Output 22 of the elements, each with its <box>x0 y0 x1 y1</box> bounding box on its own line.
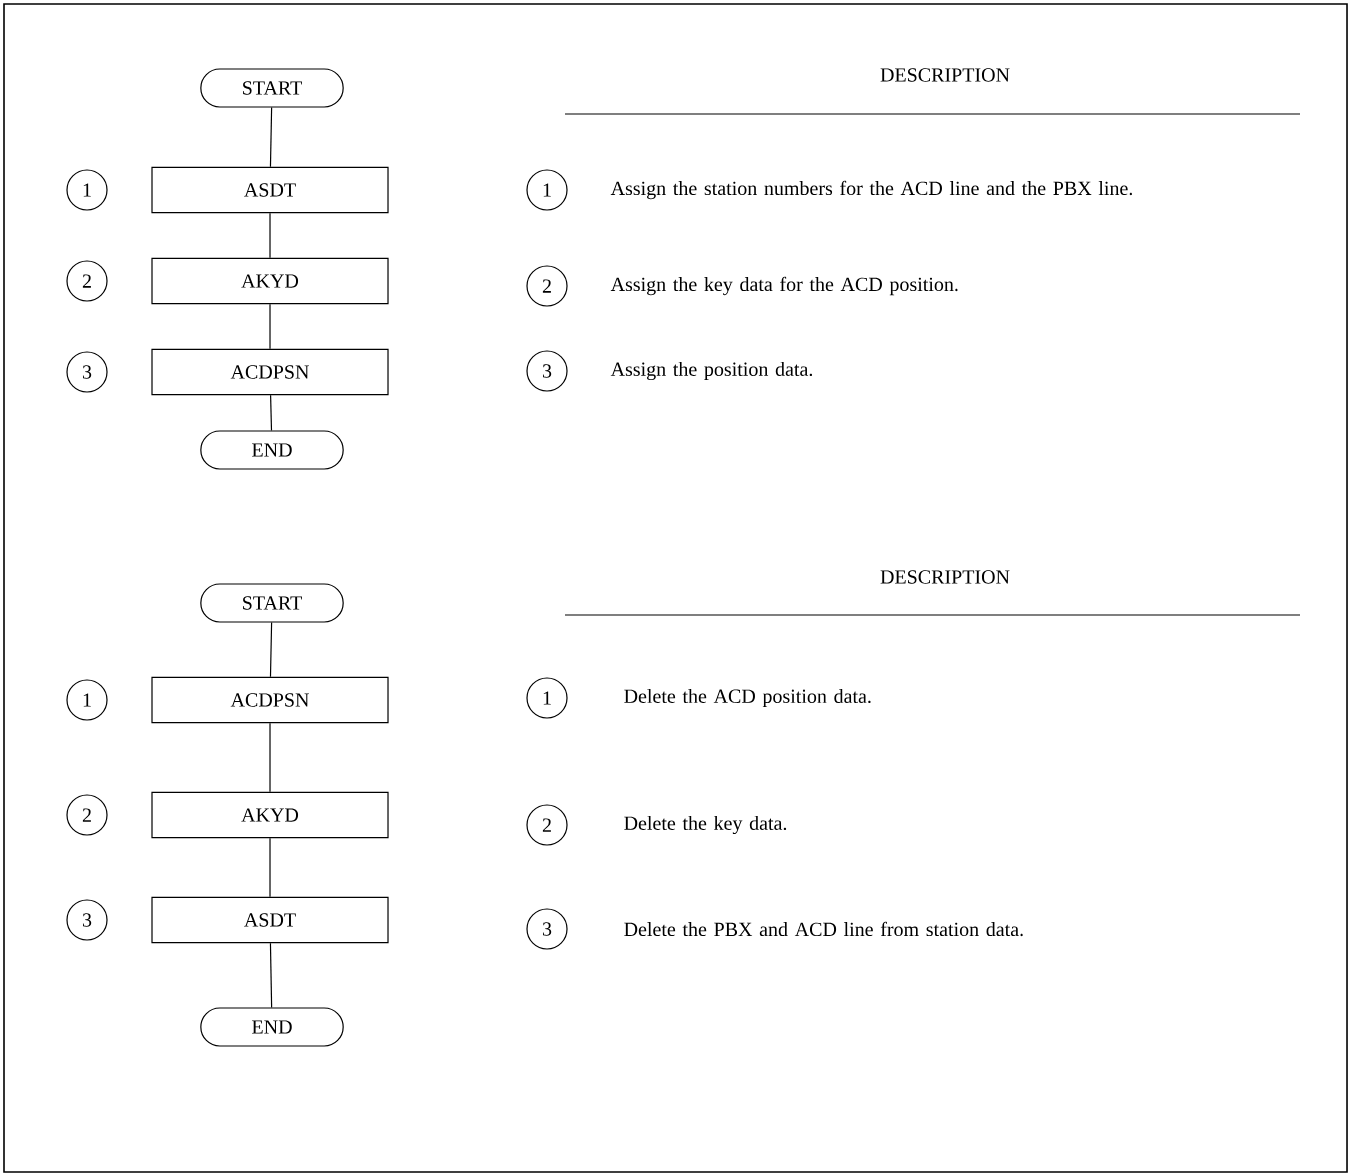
description-text: Delete the PBX and ACD line from station data. <box>624 921 1023 937</box>
process-box: AKYD <box>151 257 389 305</box>
description-text: Assign the key data for the ACD position. <box>610 276 958 296</box>
process-box: AKYD <box>151 791 389 839</box>
connector-line <box>269 107 273 168</box>
section-heading: DESCRIPTION <box>880 68 1010 82</box>
process-box: ACDPSN <box>151 348 389 396</box>
section-heading: DESCRIPTION <box>880 570 1010 584</box>
connector-line <box>269 303 271 350</box>
connector-line <box>269 837 271 898</box>
description-text: Delete the key data. <box>624 815 787 835</box>
process-box: ACDPSN <box>151 676 389 724</box>
description-text: Delete the ACD position data. <box>624 688 871 708</box>
connector-line <box>269 212 271 259</box>
connector-line <box>270 394 273 431</box>
process-box: ASDT <box>151 166 389 214</box>
description-text: Assign the position data. <box>610 361 813 381</box>
description-text: Assign the station numbers for the ACD line and the PBX line. <box>610 180 1133 200</box>
connector-line <box>269 622 273 678</box>
process-box: ASDT <box>151 896 389 944</box>
connector-line <box>269 942 273 1008</box>
connector-line <box>269 722 271 793</box>
